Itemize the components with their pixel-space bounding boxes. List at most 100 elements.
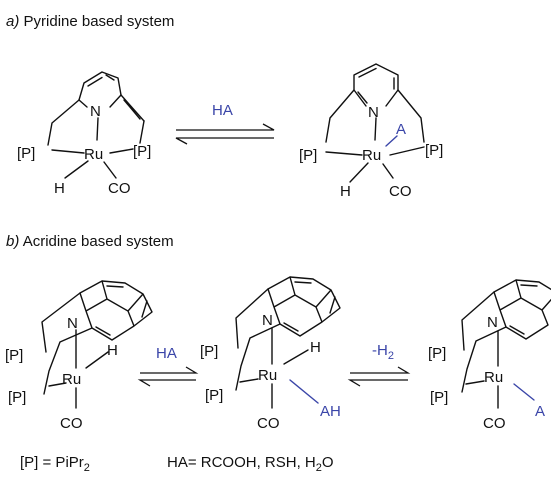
arrow-b2-reagent-prefix: -H bbox=[372, 342, 388, 359]
arrow-b1-forward bbox=[140, 366, 199, 374]
pyridine-aromatic-complex: N Ru [P] [P] A H CO bbox=[299, 63, 443, 200]
arrow-b2-forward bbox=[350, 366, 411, 374]
right-arm-bond bbox=[235, 323, 281, 391]
atom-h-label: H bbox=[310, 339, 321, 356]
left-arm-bond bbox=[41, 292, 81, 353]
ru-n-bond bbox=[374, 117, 377, 141]
arrow-b1-backward bbox=[137, 379, 196, 387]
ha-definition-subscript: 2 bbox=[316, 462, 322, 474]
atom-p-lower-label: [P] bbox=[205, 387, 223, 404]
pyridine-ring bbox=[78, 71, 122, 101]
atom-ru-label: Ru bbox=[84, 146, 103, 163]
ring-double-bonds bbox=[357, 67, 395, 104]
atom-n-label: N bbox=[67, 315, 78, 332]
pyridine-dearomatized-complex: N Ru [P] [P] H CO bbox=[17, 71, 151, 197]
right-arm-exo-double-bond bbox=[120, 94, 145, 122]
ru-p-left-bond bbox=[325, 151, 363, 156]
equilibrium-arrow-b1: HA bbox=[137, 345, 199, 387]
ring-n-bonds bbox=[78, 94, 122, 108]
footnote-ha-definition: HA= RCOOH, RSH, H2O bbox=[167, 454, 334, 474]
section-a-letter: a) bbox=[6, 13, 19, 30]
acridine-double-bonds bbox=[283, 281, 336, 332]
ru-p-lower-bond bbox=[465, 380, 485, 385]
section-b-header: b) Acridine based system bbox=[6, 233, 174, 250]
atom-p-right-label: [P] bbox=[133, 143, 151, 160]
atom-ru-label: Ru bbox=[258, 367, 277, 384]
atom-ru-label: Ru bbox=[484, 369, 503, 386]
ru-a-bond bbox=[513, 383, 535, 401]
right-arm-bond bbox=[461, 326, 507, 393]
ru-h-bond bbox=[64, 160, 89, 179]
ring-double-bonds bbox=[87, 74, 115, 87]
left-arm-bond bbox=[461, 291, 495, 351]
acridine-complex-2: N Ru [P] [P] H AH CO bbox=[200, 276, 341, 432]
atom-co-label: CO bbox=[257, 415, 280, 432]
acridine-complex-3: N Ru [P] [P] A CO bbox=[428, 279, 551, 432]
acridine-complex-1: N Ru [P] [P] H CO bbox=[5, 280, 153, 432]
ru-p-right-bond bbox=[389, 146, 425, 156]
arrow-a-backward bbox=[175, 137, 274, 145]
ru-h-bond bbox=[85, 351, 109, 369]
section-b-letter: b) bbox=[6, 233, 19, 250]
arrow-a-reagent: HA bbox=[212, 102, 233, 119]
ru-h-bond bbox=[283, 349, 309, 365]
ru-p-lower-bond bbox=[239, 378, 259, 383]
ru-p-left-bond bbox=[51, 149, 85, 154]
left-arm-bond bbox=[47, 99, 80, 146]
ru-h-bond bbox=[349, 162, 369, 183]
ru-ah-bond bbox=[289, 379, 319, 404]
atom-h-label: H bbox=[107, 342, 118, 359]
atom-a-label: A bbox=[535, 403, 545, 420]
arrow-b2-backward bbox=[347, 379, 408, 387]
ru-n-bond bbox=[96, 117, 99, 141]
atom-co-label: CO bbox=[389, 183, 412, 200]
section-a-title: Pyridine based system bbox=[24, 13, 175, 30]
atom-h-label: H bbox=[54, 180, 65, 197]
atom-co-label: CO bbox=[60, 415, 83, 432]
p-definition-prefix: [P] = PiPr bbox=[20, 454, 84, 471]
arrow-a-forward bbox=[176, 123, 275, 131]
p-definition-subscript: 2 bbox=[84, 462, 90, 474]
left-arm-bond bbox=[235, 288, 269, 349]
right-arm-bond bbox=[397, 89, 425, 143]
atom-p-left-label: [P] bbox=[17, 145, 35, 162]
ru-p-right-bond bbox=[109, 148, 134, 154]
atom-p-right-label: [P] bbox=[425, 142, 443, 159]
ru-a-bond bbox=[385, 135, 398, 147]
atom-ru-label: Ru bbox=[362, 147, 381, 164]
atom-h-label: H bbox=[340, 183, 351, 200]
atom-p-lower-label: [P] bbox=[430, 389, 448, 406]
arrow-b2-reagent: -H2 bbox=[372, 342, 394, 362]
pyridine-ring bbox=[353, 63, 399, 107]
atom-ru-label: Ru bbox=[62, 371, 81, 388]
acridine-ring-system bbox=[267, 276, 341, 337]
acridine-double-bonds bbox=[95, 285, 148, 336]
section-a-header: a) Pyridine based system bbox=[6, 13, 174, 30]
ha-definition-prefix: HA= RCOOH, RSH, H bbox=[167, 454, 316, 471]
section-b-title: Acridine based system bbox=[23, 233, 174, 250]
arrow-b2-reagent-subscript: 2 bbox=[388, 350, 394, 362]
ru-p-lower-bond bbox=[48, 382, 67, 387]
atom-co-label: CO bbox=[483, 415, 506, 432]
ru-co-bond bbox=[103, 161, 117, 179]
atom-p-left-label: [P] bbox=[299, 147, 317, 164]
atom-p-upper-label: [P] bbox=[5, 347, 23, 364]
atom-a-label: A bbox=[396, 121, 406, 138]
atom-ah-label: AH bbox=[320, 403, 341, 420]
equilibrium-arrow-a: HA bbox=[175, 102, 275, 145]
right-arm-bond bbox=[139, 120, 145, 144]
acridine-ring-system bbox=[79, 280, 153, 341]
atom-p-lower-label: [P] bbox=[8, 389, 26, 406]
acridine-ring-system bbox=[493, 279, 551, 340]
left-arm-bond bbox=[325, 89, 355, 143]
atom-n-label: N bbox=[368, 104, 379, 121]
acridine-double-bonds bbox=[509, 284, 538, 335]
atom-n-label: N bbox=[487, 314, 498, 331]
ru-co-bond bbox=[382, 163, 394, 179]
atom-n-label: N bbox=[90, 103, 101, 120]
ha-definition-suffix: O bbox=[322, 454, 334, 471]
atom-n-label: N bbox=[262, 312, 273, 329]
equilibrium-arrow-b2: -H2 bbox=[347, 342, 411, 387]
atom-p-upper-label: [P] bbox=[200, 343, 218, 360]
